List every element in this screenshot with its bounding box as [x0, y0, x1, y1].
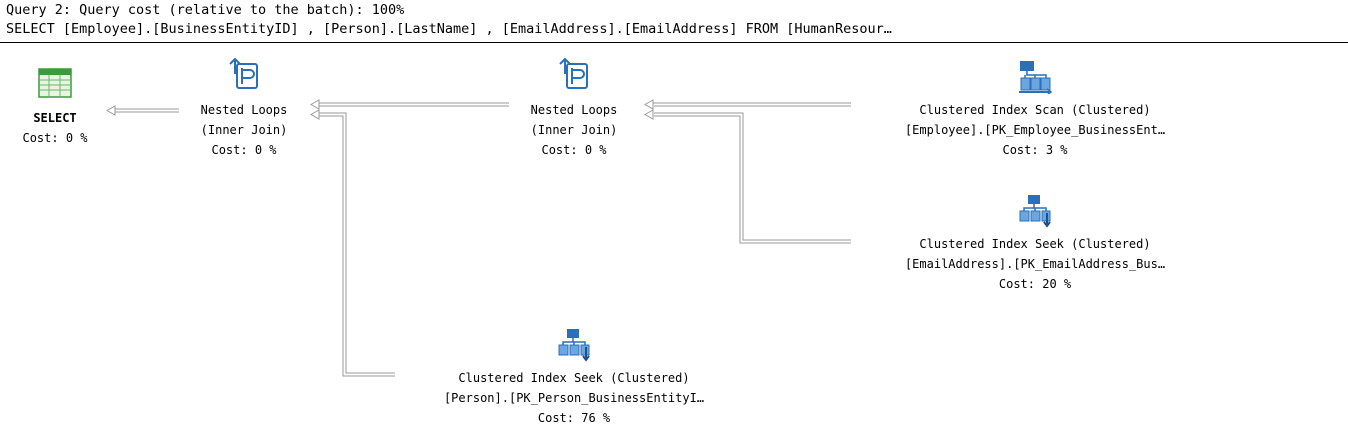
- operator-cost: Cost: 0 %: [22, 131, 88, 145]
- query-cost-header: Query 2: Query cost (relative to the bat…: [6, 2, 405, 18]
- operator-subtitle: (Inner Join): [200, 123, 288, 137]
- plan-node-clustered-index-scan-employee[interactable]: Clustered Index Scan (Clustered) [Employ…: [855, 58, 1215, 160]
- operator-cost: Cost: 76 %: [537, 411, 611, 425]
- nested-loops-icon: [229, 58, 258, 89]
- plan-node-clustered-index-seek-person[interactable]: Clustered Index Seek (Clustered) [Person…: [394, 326, 754, 428]
- operator-object: [EmailAddress].[PK_EmailAddress_Bus…: [904, 257, 1166, 271]
- plan-node-nested-loops-2[interactable]: Nested Loops (Inner Join) Cost: 0 %: [506, 58, 642, 160]
- operator-object: [Person].[PK_Person_BusinessEntityI…: [443, 391, 705, 405]
- clustered-index-seek-icon: [558, 329, 590, 362]
- operator-cost: Cost: 0 %: [211, 143, 277, 157]
- operator-name: SELECT: [33, 111, 77, 125]
- nested-loops-icon: [559, 58, 588, 89]
- operator-name: Nested Loops: [200, 103, 288, 117]
- arrow-person-seek-to-nested-loops-1: [309, 109, 395, 377]
- operator-name: Clustered Index Scan (Clustered): [919, 103, 1151, 117]
- arrow-employee-scan-to-nested-loops-2: [643, 99, 851, 110]
- result-grid-icon: [38, 68, 72, 98]
- clustered-index-scan-icon: [1019, 61, 1053, 94]
- operator-name: Clustered Index Seek (Clustered): [458, 371, 690, 385]
- operator-subtitle: (Inner Join): [530, 123, 618, 137]
- arrow-nested-loops-1-to-select: [105, 105, 179, 116]
- operator-cost: Cost: 0 %: [541, 143, 607, 157]
- operator-cost: Cost: 3 %: [1002, 143, 1068, 157]
- operator-cost: Cost: 20 %: [998, 277, 1072, 291]
- operator-name: Nested Loops: [530, 103, 618, 117]
- operator-object: [Employee].[PK_Employee_BusinessEnt…: [904, 123, 1166, 137]
- operator-name: Clustered Index Seek (Clustered): [919, 237, 1151, 251]
- clustered-index-seek-icon: [1019, 195, 1051, 228]
- plan-node-clustered-index-seek-email[interactable]: Clustered Index Seek (Clustered) [EmailA…: [855, 192, 1215, 294]
- query-sql-text[interactable]: SELECT [Employee].[BusinessEntityID] , […: [6, 21, 892, 37]
- arrow-email-seek-to-nested-loops-2: [643, 109, 851, 244]
- header-separator: [0, 42, 1348, 43]
- arrow-nested-loops-2-to-nested-loops-1: [309, 99, 509, 110]
- plan-node-nested-loops-1[interactable]: Nested Loops (Inner Join) Cost: 0 %: [176, 58, 312, 160]
- plan-node-select[interactable]: SELECT Cost: 0 %: [7, 66, 103, 148]
